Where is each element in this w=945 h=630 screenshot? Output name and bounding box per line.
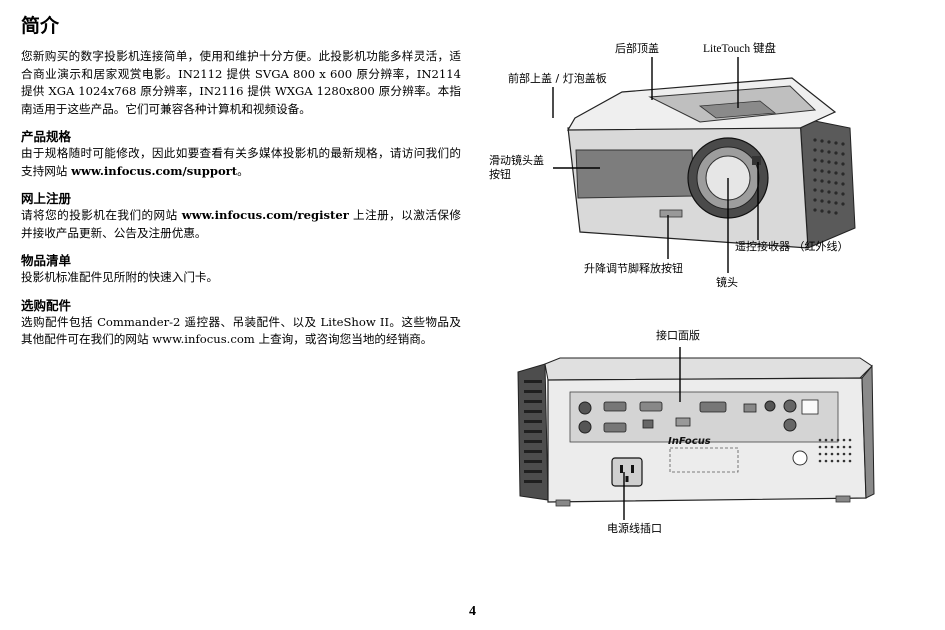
- register-link[interactable]: www.infocus.com/register: [181, 208, 349, 222]
- label-rear-top-cover: 后部顶盖: [615, 42, 659, 55]
- leader-lines-bottom: [623, 347, 681, 520]
- section-heading: 物品清单: [21, 253, 72, 268]
- section-optional-accessories: 选购配件 选购配件包括 Commander-2 遥控器、吊装配件、以及 Lite…: [21, 298, 461, 349]
- label-lens-cover-button-line2: 按钮: [489, 168, 511, 181]
- projector-rear-illustration: [517, 357, 875, 507]
- section-body: 请将您的投影机在我们的网站 www.infocus.com/register 上…: [21, 208, 462, 240]
- intro-paragraph: 您新购买的数字投影机连接简单，使用和维护十分方便。此投影机功能多样灵活，适合商业…: [21, 49, 461, 116]
- label-lens-cover-button-line1: 滑动镜头盖: [489, 154, 544, 167]
- label-lens: 镜头: [716, 276, 738, 289]
- label-power-cord-socket: 电源线插口: [607, 522, 662, 535]
- section-body: 由于规格随时可能修改，因此如要查看有关多媒体投影机的最新规格，请访问我们的支持网…: [21, 146, 461, 178]
- section-heading: 选购配件: [21, 297, 72, 313]
- section-body: 投影机标准配件见所附的快速入门卡。: [21, 270, 219, 284]
- label-front-top-cover: 前部上盖 / 灯泡盖板: [508, 72, 607, 85]
- label-ir-receiver: 遥控接收器 （红外线）: [735, 240, 849, 253]
- label-litetouch-keypad: LiteTouch 键盘: [703, 43, 776, 55]
- leader-lines-top: [552, 57, 759, 273]
- label-elevator-button: 升降调节脚释放按钮: [584, 262, 683, 275]
- support-link[interactable]: www.infocus.com/support: [71, 163, 238, 178]
- section-registration: 网上注册 请将您的投影机在我们的网站 www.infocus.com/regis…: [21, 191, 461, 242]
- label-connector-panel: 接口面版: [656, 329, 700, 342]
- page-title: 简介: [21, 15, 60, 37]
- section-shipping-list: 物品清单 投影机标准配件见所附的快速入门卡。: [21, 253, 461, 287]
- section-heading: 产品规格: [21, 129, 72, 144]
- page-number: 4: [469, 604, 476, 619]
- section-heading: 网上注册: [21, 191, 72, 206]
- text-column: 简介 您新购买的数字投影机连接简单，使用和维护十分方便。此投影机功能多样灵活，适…: [21, 14, 461, 349]
- section-body: 选购配件包括 Commander-2 遥控器、吊装配件、以及 LiteShow …: [21, 314, 461, 347]
- infocus-logo: InFocus: [668, 436, 711, 447]
- projector-front-illustration: [566, 77, 856, 249]
- section-specifications: 产品规格 由于规格随时可能修改，因此如要查看有关多媒体投影机的最新规格，请访问我…: [21, 129, 461, 180]
